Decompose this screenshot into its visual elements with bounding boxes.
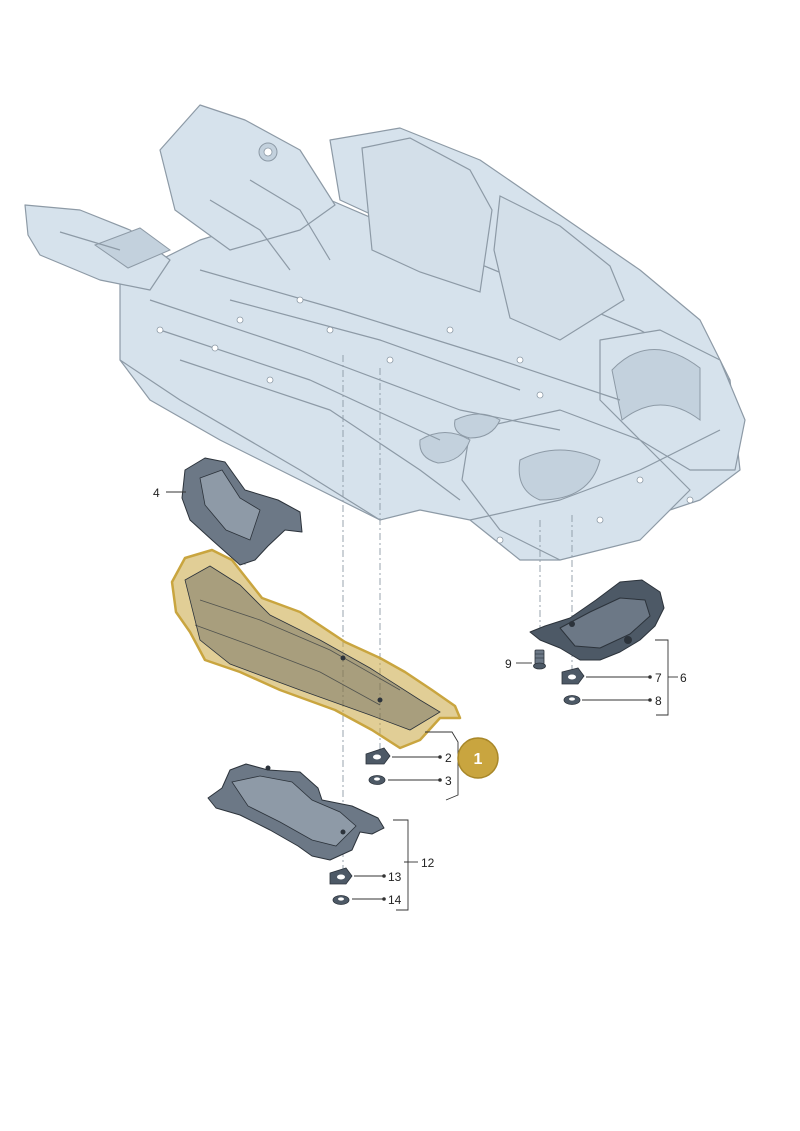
- callout-1-badge[interactable]: 1: [457, 737, 499, 779]
- callout-6: 6: [680, 671, 687, 685]
- fasteners: [329, 649, 585, 905]
- vehicle-body-shell: [24, 104, 746, 561]
- callout-14: 14: [388, 893, 402, 907]
- clip-part-13: [329, 867, 353, 885]
- nut-part-3: [368, 775, 386, 785]
- heat-shield-part-4: [181, 457, 303, 566]
- clip-part-7: [561, 667, 585, 685]
- clip-part-2: [365, 747, 391, 765]
- panel-surface: [184, 565, 441, 731]
- callout-labels: 4 9 7 8 6 2 3 13 14 12 1: [153, 486, 687, 907]
- callout-8: 8: [655, 694, 662, 708]
- callout-12: 12: [421, 856, 435, 870]
- bolt-part-9: [533, 649, 546, 670]
- callout-2: 2: [445, 751, 452, 765]
- callout-4: 4: [153, 486, 160, 500]
- rear-shield-part-6: [529, 579, 665, 661]
- callout-9: 9: [505, 657, 512, 671]
- panel-highlight-outline: [170, 548, 462, 750]
- callout-3: 3: [445, 774, 452, 788]
- callout-1: 1: [474, 751, 483, 768]
- callout-13: 13: [388, 870, 402, 884]
- callout-7: 7: [655, 671, 662, 685]
- underbody-panel-part-1: [170, 548, 462, 750]
- badge-circle: [457, 737, 499, 779]
- underbody-panel-part-12: [207, 763, 385, 861]
- nut-part-14: [332, 895, 350, 905]
- nut-part-8: [563, 695, 581, 705]
